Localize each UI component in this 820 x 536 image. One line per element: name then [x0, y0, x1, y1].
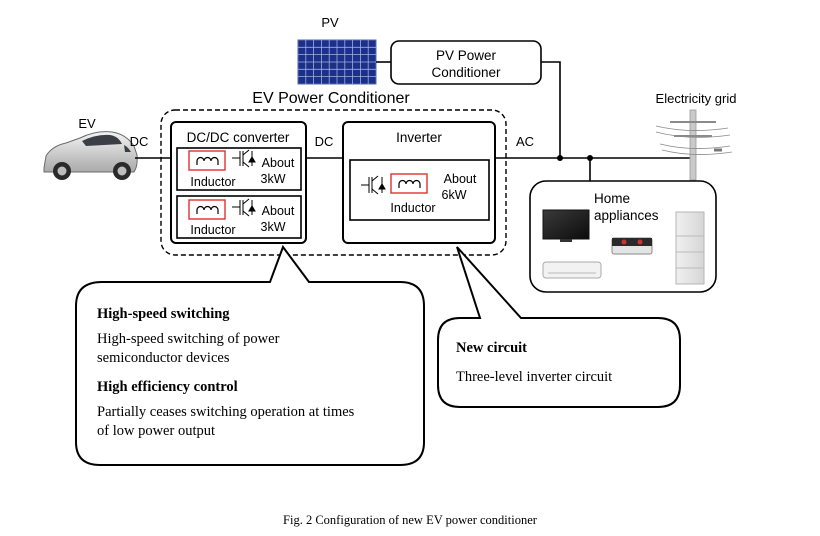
refrigerator-icon — [675, 211, 705, 285]
ev-label: EV — [78, 116, 96, 131]
inductor-icon — [390, 173, 428, 194]
callout-left-content: High-speed switching High-speed switchin… — [97, 305, 417, 441]
callout-right-content: New circuit Three-level inverter circuit — [456, 339, 671, 387]
inductor-label: Inductor — [390, 201, 435, 215]
inductor-icon — [188, 199, 226, 220]
callout-right-bubble — [437, 246, 681, 408]
callout-body-line: of low power output — [97, 423, 215, 439]
igbt-switch-icon — [232, 149, 256, 168]
figure-caption: Fig. 2 Configuration of new EV power con… — [283, 513, 537, 527]
cooktop-icon — [611, 237, 653, 255]
converter-module-2: Inductor About 3kW — [176, 195, 302, 239]
callout-heading-efficiency: High efficiency control — [97, 379, 238, 395]
junction-dot — [557, 155, 563, 161]
dcdc-converter-label: DC/DC converter — [187, 130, 290, 145]
electricity-grid-label: Electricity grid — [656, 91, 737, 106]
callout-body-line: semiconductor devices — [97, 350, 230, 366]
electric-car-icon — [43, 131, 138, 180]
pv-label: PV — [321, 15, 339, 30]
dc-label-input: DC — [130, 134, 149, 149]
callout-body-line: High-speed switching of power — [97, 331, 280, 347]
callout-body-line: Three-level inverter circuit — [456, 369, 613, 385]
inductor-label: Inductor — [190, 223, 235, 237]
callout-heading-high-speed: High-speed switching — [97, 306, 230, 322]
home-appliances-label-line2: appliances — [594, 208, 659, 223]
capacity-about: About — [262, 204, 295, 218]
pv-power-conditioner-label-line1: PV Power — [436, 48, 497, 63]
igbt-switch-icon — [361, 175, 386, 195]
pv-power-conditioner-label-line2: Conditioner — [431, 65, 501, 80]
home-appliances-label-line1: Home — [594, 191, 630, 206]
converter-module-1: Inductor About 3kW — [176, 147, 302, 191]
inverter-capacity-value: 6kW — [442, 188, 467, 202]
inverter-label: Inverter — [396, 130, 442, 145]
ac-label: AC — [516, 134, 534, 149]
inductor-icon — [188, 150, 226, 171]
conditioner-to-bus-line — [541, 61, 561, 158]
ev-power-conditioner-frame — [160, 109, 507, 256]
igbt-switch-icon — [232, 198, 256, 217]
dc-label-link: DC — [315, 134, 334, 149]
callout-left-bubble — [75, 244, 425, 466]
ev-power-conditioner-label: EV Power Conditioner — [252, 90, 410, 107]
capacity-value: 3kW — [261, 220, 286, 234]
inductor-label: Inductor — [190, 175, 235, 189]
capacity-value: 3kW — [261, 172, 286, 186]
television-icon — [542, 209, 590, 242]
callout-heading-new-circuit: New circuit — [456, 340, 527, 356]
callout-body-line: Partially ceases switching operation at … — [97, 404, 355, 420]
solar-panel-icon — [297, 39, 377, 85]
air-conditioner-icon — [542, 261, 602, 279]
inverter-capacity-about: About — [444, 172, 477, 186]
capacity-about: About — [262, 156, 295, 170]
utility-pole-icon — [655, 109, 733, 181]
